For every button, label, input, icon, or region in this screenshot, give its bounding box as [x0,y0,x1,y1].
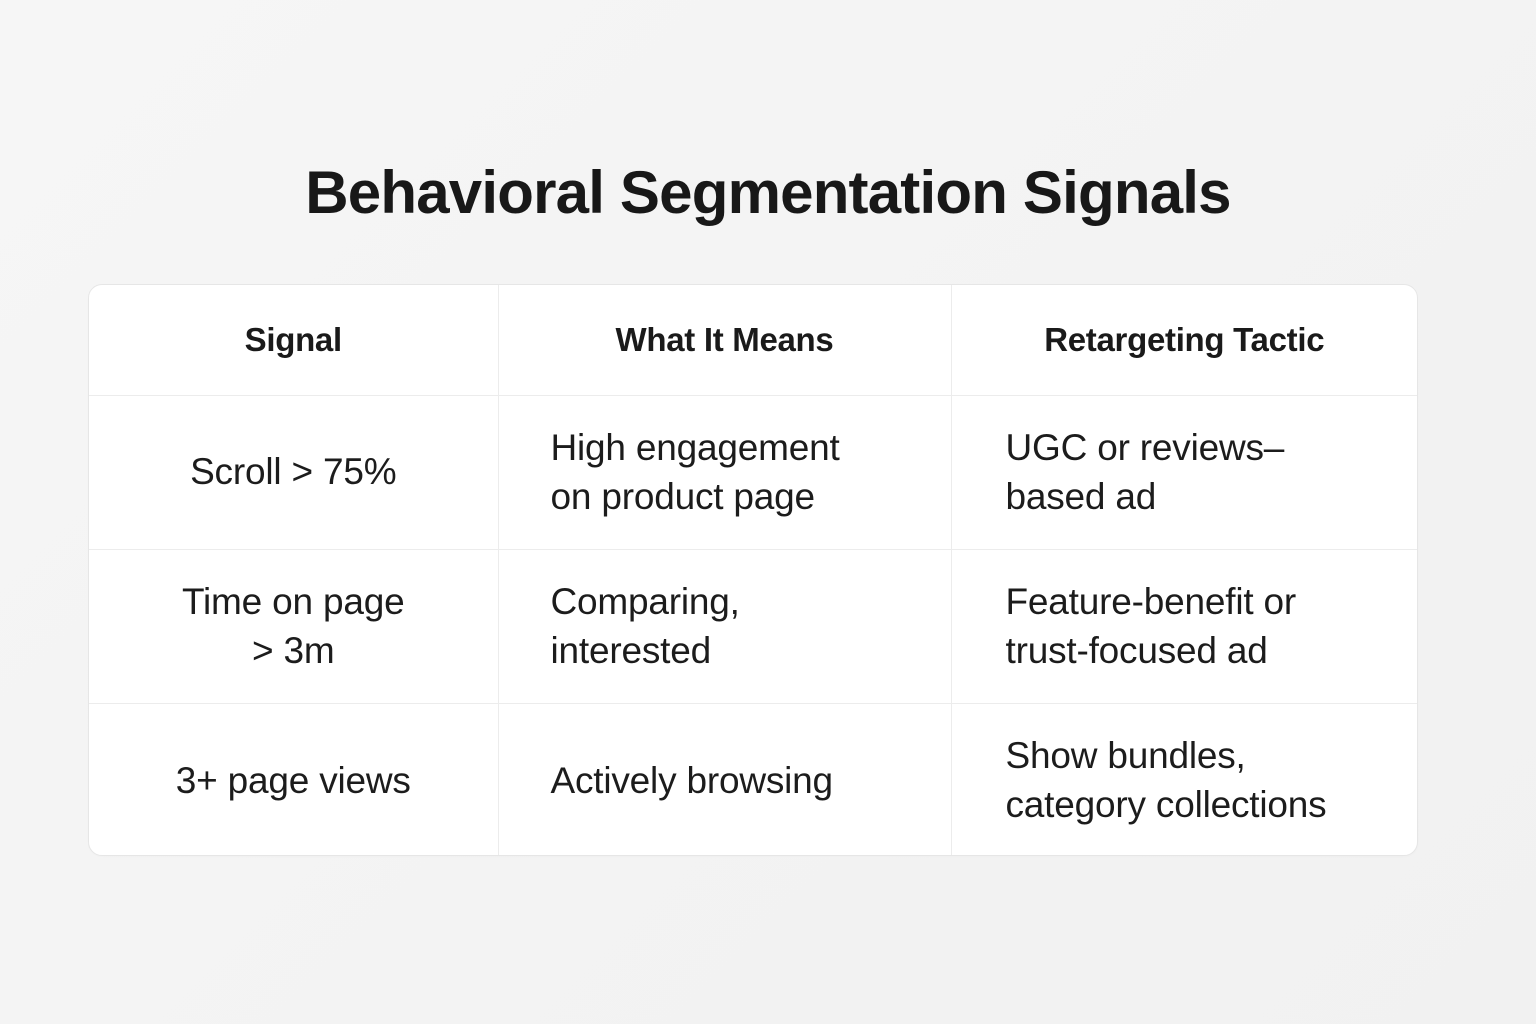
table-body: Scroll > 75% High engagement on product … [89,395,1418,855]
table-row: 3+ page views Actively browsing Show bun… [89,703,1418,855]
cell-means-line-1: High engagement [550,426,840,468]
cell-what-it-means: High engagement on product page [498,395,952,550]
cell-means-text: Actively browsing [499,756,951,805]
table-header-row: Signal What It Means Retargeting Tactic [89,285,1417,396]
page-title: Behavioral Segmentation Signals [305,159,1231,226]
cell-tactic-text: Feature-benefit or trust-focused ad [952,577,1418,675]
cell-tactic-line-2: based ad [1005,476,1157,517]
cell-means-line-2: interested [550,630,712,671]
cell-signal-text: Scroll > 75% [190,451,397,493]
cell-tactic-text: Show bundles, category collections [952,731,1418,829]
cell-means-text: Comparing, interested [499,577,951,675]
cell-means-text: High engagement on product page [499,423,951,521]
cell-signal-line-2: > 3m [252,630,335,671]
cell-retargeting-tactic: UGC or reviews– based ad [951,395,1418,550]
table-row: Time on page > 3m Comparing, interested … [89,549,1418,704]
cell-tactic-text: UGC or reviews– based ad [952,423,1418,521]
table-row: Scroll > 75% High engagement on product … [89,395,1418,550]
cell-tactic-line-1: Feature-benefit or [1005,580,1297,622]
column-header-retargeting-tactic: Retargeting Tactic [951,285,1417,396]
column-header-signal: Signal [89,285,499,396]
cell-signal: Scroll > 75% [89,395,499,550]
cell-signal: 3+ page views [89,703,499,855]
cell-tactic-line-1: UGC or reviews– [1005,426,1285,468]
signals-table-card: Signal What It Means Retargeting Tactic … [88,284,1418,856]
cell-signal-text: 3+ page views [175,759,411,801]
cell-retargeting-tactic: Show bundles, category collections [951,703,1418,855]
cell-signal: Time on page > 3m [89,549,499,704]
signals-table: Signal What It Means Retargeting Tactic … [89,285,1418,855]
cell-what-it-means: Comparing, interested [498,549,952,704]
table-header: Signal What It Means Retargeting Tactic [89,285,1417,396]
cell-what-it-means: Actively browsing [498,703,952,855]
cell-tactic-line-2: trust-focused ad [1005,630,1268,671]
cell-tactic-line-2: category collections [1005,784,1327,826]
cell-means-line-1: Comparing, [550,580,740,622]
cell-means-line-1: Actively browsing [550,759,834,801]
column-header-what-it-means: What It Means [498,285,952,396]
cell-tactic-line-1: Show bundles, [1005,735,1246,777]
cell-signal-line-1: Time on page [182,580,405,622]
cell-means-line-2: on product page [550,476,816,517]
cell-retargeting-tactic: Feature-benefit or trust-focused ad [951,549,1418,704]
cell-signal-text: Time on page > 3m [89,577,498,675]
